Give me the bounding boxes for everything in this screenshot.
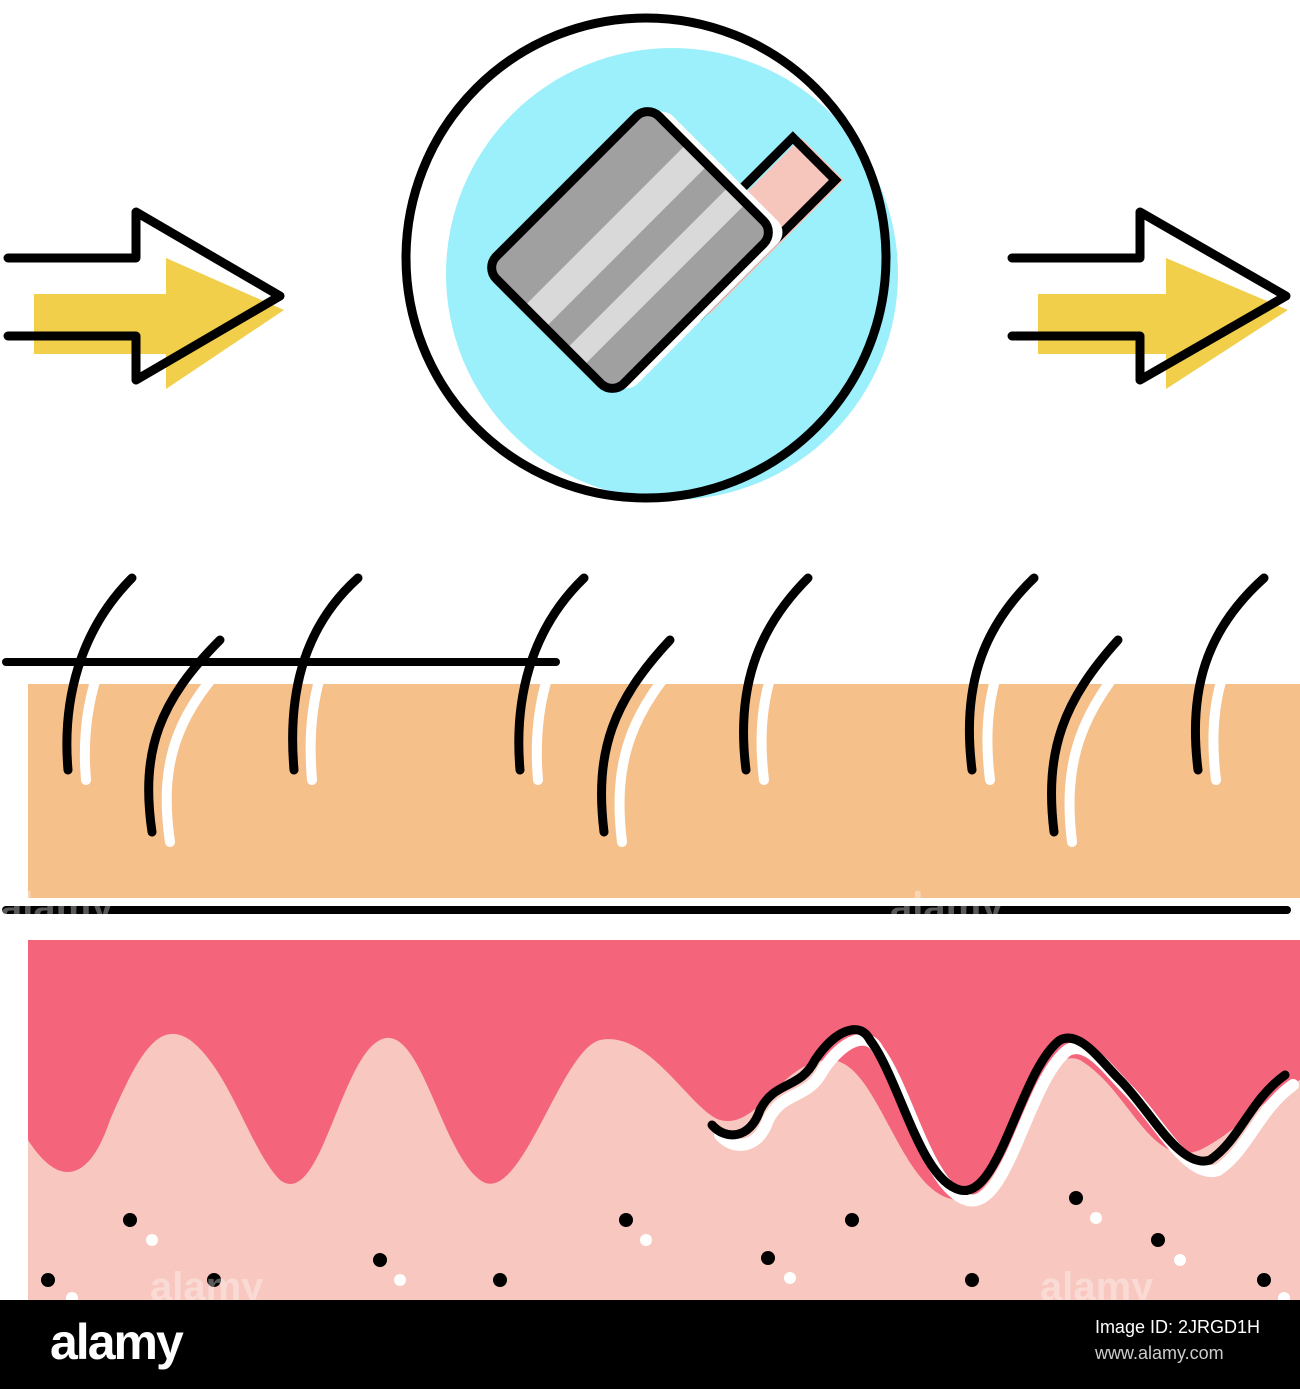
arrow-right-icon [1007,207,1291,389]
skin-dots [41,1191,1290,1300]
svg-text:alamy: alamy [1040,1265,1154,1300]
skin-layers [2,684,1300,1300]
hair-8 [1047,635,1123,837]
stock-image-info: Image ID: 2JRGD1H www.alamy.com [1095,1314,1260,1366]
watermark: alamy alamy alamy alamy [0,885,1154,1300]
svg-text:alamy: alamy [150,1265,264,1300]
svg-text:alamy: alamy [0,885,114,929]
svg-text:alamy: alamy [890,885,1004,929]
hair-6 [739,573,813,775]
hairs [2,573,1287,847]
hair-5 [597,635,675,837]
dermis-wave-outline-black [707,1025,1290,1195]
hair-1 [62,573,137,775]
hair-3 [288,573,363,775]
stock-url: www.alamy.com [1094,1343,1224,1363]
hair-removal-shaving-illustration: alamy alamy alamy alamy [0,13,1300,1300]
dermis-lower-wave [28,1033,1300,1300]
razor-circle-outline [401,13,891,503]
hair-4 [514,573,589,775]
stock-footer-bar: alamy Image ID: 2JRGD1H www.alamy.com [0,1300,1300,1389]
hair-7 [964,573,1039,775]
hair-9 [1190,573,1269,775]
stock-logo: alamy [50,1314,184,1370]
epidermis-layer [28,684,1300,898]
razor-icon [401,13,898,503]
razor-head-outline [487,107,773,393]
image-id: Image ID: 2JRGD1H [1094,1317,1260,1337]
arrow-right-icon [3,207,285,389]
